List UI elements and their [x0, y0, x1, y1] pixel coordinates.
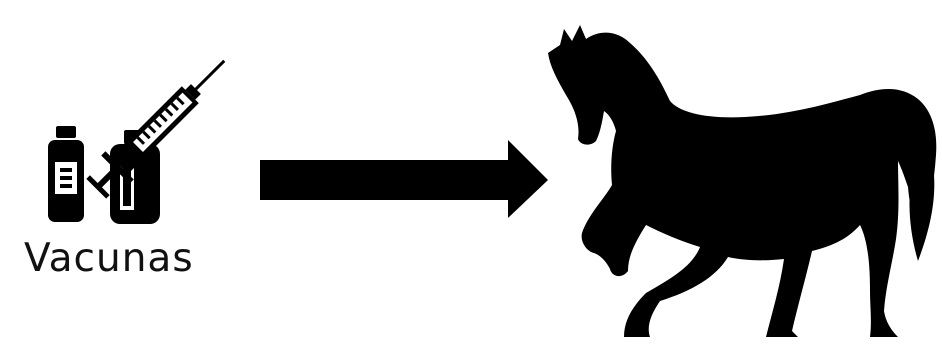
horse-icon [540, 15, 940, 345]
arrow-right-icon [260, 140, 550, 220]
small-vial-icon [48, 126, 84, 222]
vaccine-label: Vacunas [24, 236, 194, 281]
vaccine-icon [30, 40, 230, 225]
